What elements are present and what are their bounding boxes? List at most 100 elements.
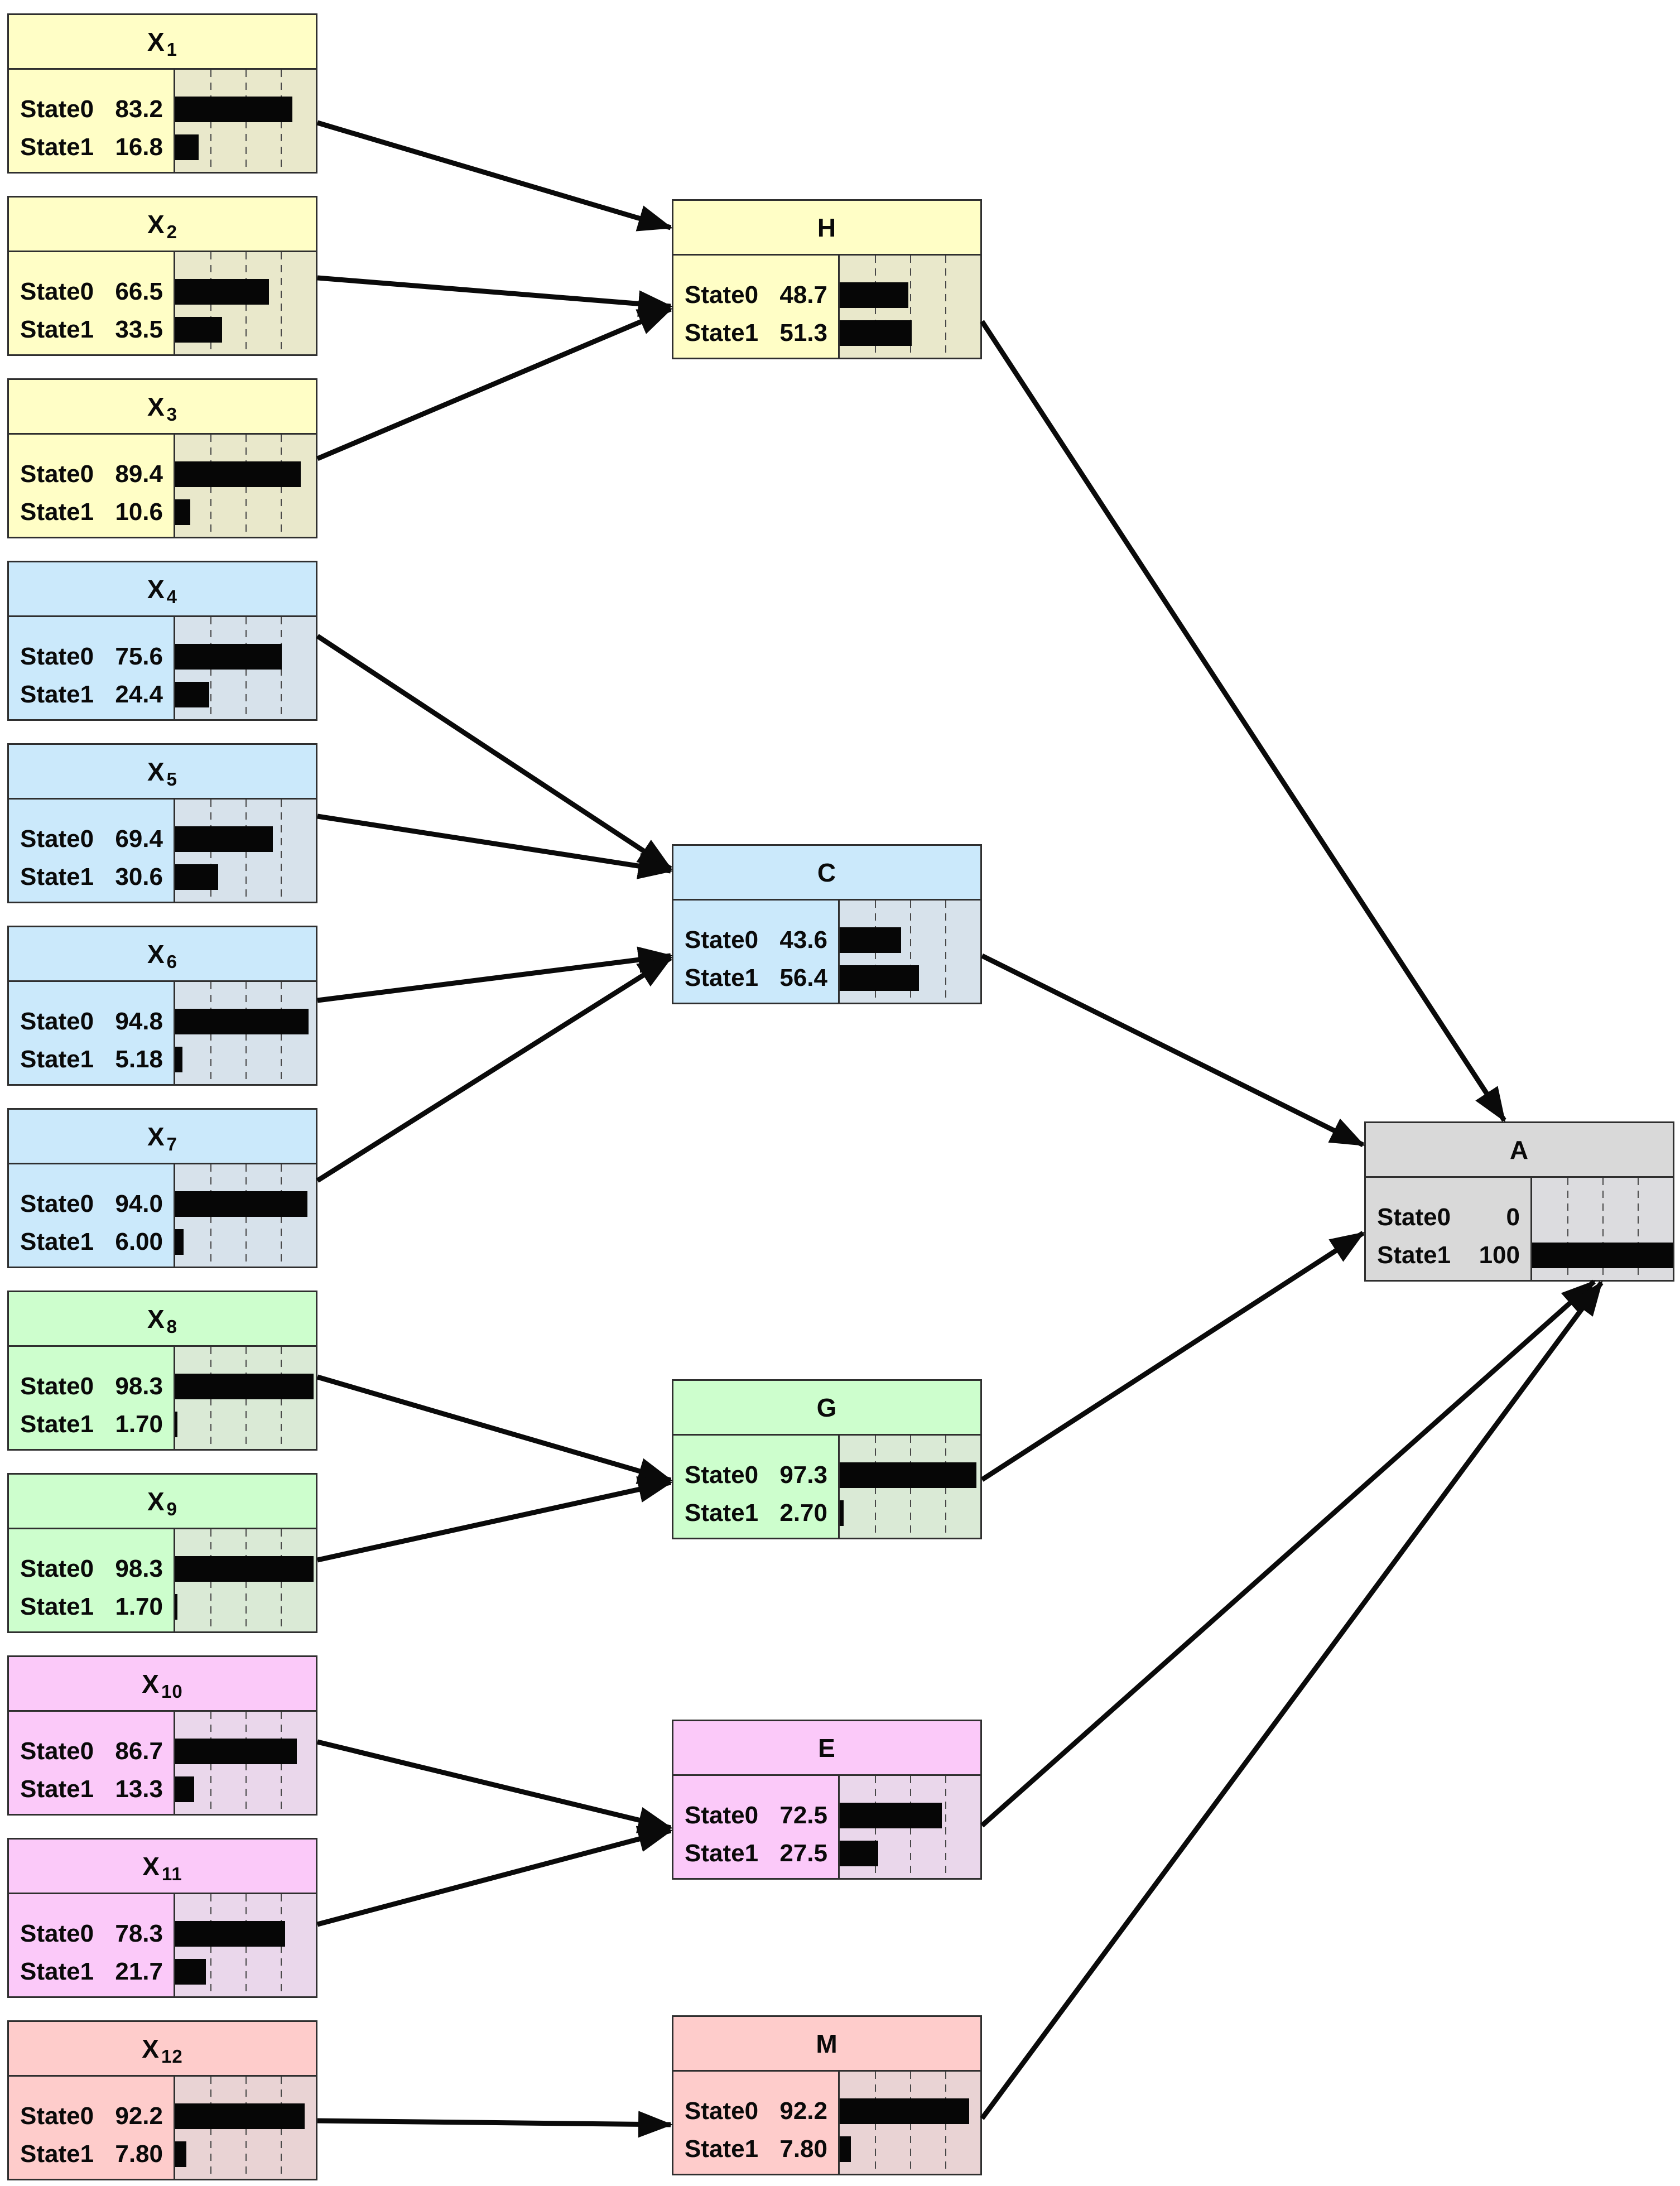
state-row: State0 97.3 [673,1462,836,1488]
node-title-text: X [147,939,165,969]
node-title-subscript: 8 [166,1316,178,1337]
state0-probability-bar [175,1374,314,1399]
state1-value: 6.00 [115,1228,163,1255]
node-title-text: A [1509,1135,1529,1164]
state0-label: State0 [20,460,94,488]
state0-label: State0 [20,1555,94,1582]
arrow-X2-to-H [317,275,673,317]
arrow-X8-to-G [316,1374,673,1484]
node-A[interactable]: A State0 0 State1 100 [1364,1121,1674,1282]
node-title-text: X [142,1851,160,1881]
state1-label: State1 [685,1499,759,1527]
node-body: State0 98.3 State1 1.70 [9,1529,316,1631]
arrow-X10-to-E [316,1739,673,1833]
node-title-text: X [147,1486,165,1516]
state-row: State1 30.6 [9,864,172,890]
state-row: State0 48.7 [673,282,836,308]
state1-probability-bar [175,134,199,160]
gridline-50pct [1602,1178,1604,1280]
node-H[interactable]: H State0 48.7 State1 51.3 [672,199,982,359]
state-row: State0 86.7 [9,1739,172,1764]
probability-bar-panel [174,435,316,537]
state0-value: 83.2 [115,95,163,123]
state0-label: State0 [20,825,94,853]
node-title-text: X [147,392,165,421]
state-row: State0 75.6 [9,644,172,670]
state1-probability-bar [840,320,912,346]
node-title-text: X [147,757,165,786]
probability-bar-panel [174,1529,316,1631]
state-row: State0 94.0 [9,1191,172,1217]
state0-probability-bar [175,97,292,122]
state1-value: 33.5 [115,316,163,343]
state1-label: State1 [20,498,94,526]
state1-label: State1 [685,319,759,346]
node-body: State0 43.6 State1 56.4 [673,901,980,1003]
probability-bar-panel [174,1347,316,1449]
state1-label: State1 [20,863,94,890]
state1-probability-bar [1532,1243,1673,1268]
node-body: State0 75.6 State1 24.4 [9,617,316,719]
gridline-75pct [945,1776,946,1878]
node-body: State0 97.3 State1 2.70 [673,1436,980,1538]
state-row: State1 6.00 [9,1229,172,1255]
probability-bar-panel [174,2077,316,2179]
node-title-subscript: 11 [161,1863,182,1884]
node-body: State0 92.2 State1 7.80 [673,2072,980,2174]
state-row: State0 83.2 [9,97,172,122]
state0-label: State0 [20,1190,94,1217]
state0-label: State0 [685,926,759,954]
probability-bar-panel [174,70,316,172]
node-title-subscript: 10 [161,1681,183,1702]
node-M[interactable]: M State0 92.2 State1 7.80 [672,2015,982,2175]
node-body: State0 94.0 State1 6.00 [9,1164,316,1267]
state1-value: 7.80 [779,2135,827,2163]
arrow-X6-to-C [317,946,673,1003]
node-title-subscript: 9 [166,1498,178,1519]
node-E[interactable]: E State0 72.5 State1 27.5 [672,1720,982,1880]
state-row: State1 7.80 [673,2136,836,2162]
node-title-text: X [147,574,165,604]
state1-value: 51.3 [779,319,827,346]
state-row: State0 94.8 [9,1009,172,1034]
gridline-75pct [281,800,282,902]
probability-bar-panel [174,1712,316,1814]
state0-label: State0 [20,1920,94,1947]
node-title: C [673,846,980,901]
node-body: State0 94.8 State1 5.18 [9,982,316,1084]
state1-value: 30.6 [115,863,163,890]
node-C[interactable]: C State0 43.6 State1 56.4 [672,844,982,1004]
state0-probability-bar [175,1009,309,1034]
state-row: State0 66.5 [9,279,172,305]
arrow-H-to-A [980,320,1506,1123]
state1-value: 1.70 [115,1410,163,1438]
state0-value: 75.6 [115,643,163,670]
state-row: State1 51.3 [673,320,836,346]
node-G[interactable]: G State0 97.3 State1 2.70 [672,1379,982,1539]
node-body: State0 78.3 State1 21.7 [9,1894,316,1996]
state1-value: 24.4 [115,681,163,708]
state1-probability-bar [840,965,919,991]
state0-probability-bar [840,1462,976,1488]
state-row: State0 89.4 [9,461,172,487]
state0-probability-bar [175,461,301,487]
arrow-X9-to-G [317,1476,673,1563]
probability-bar-panel [1530,1178,1673,1280]
state0-value: 94.0 [115,1190,163,1217]
